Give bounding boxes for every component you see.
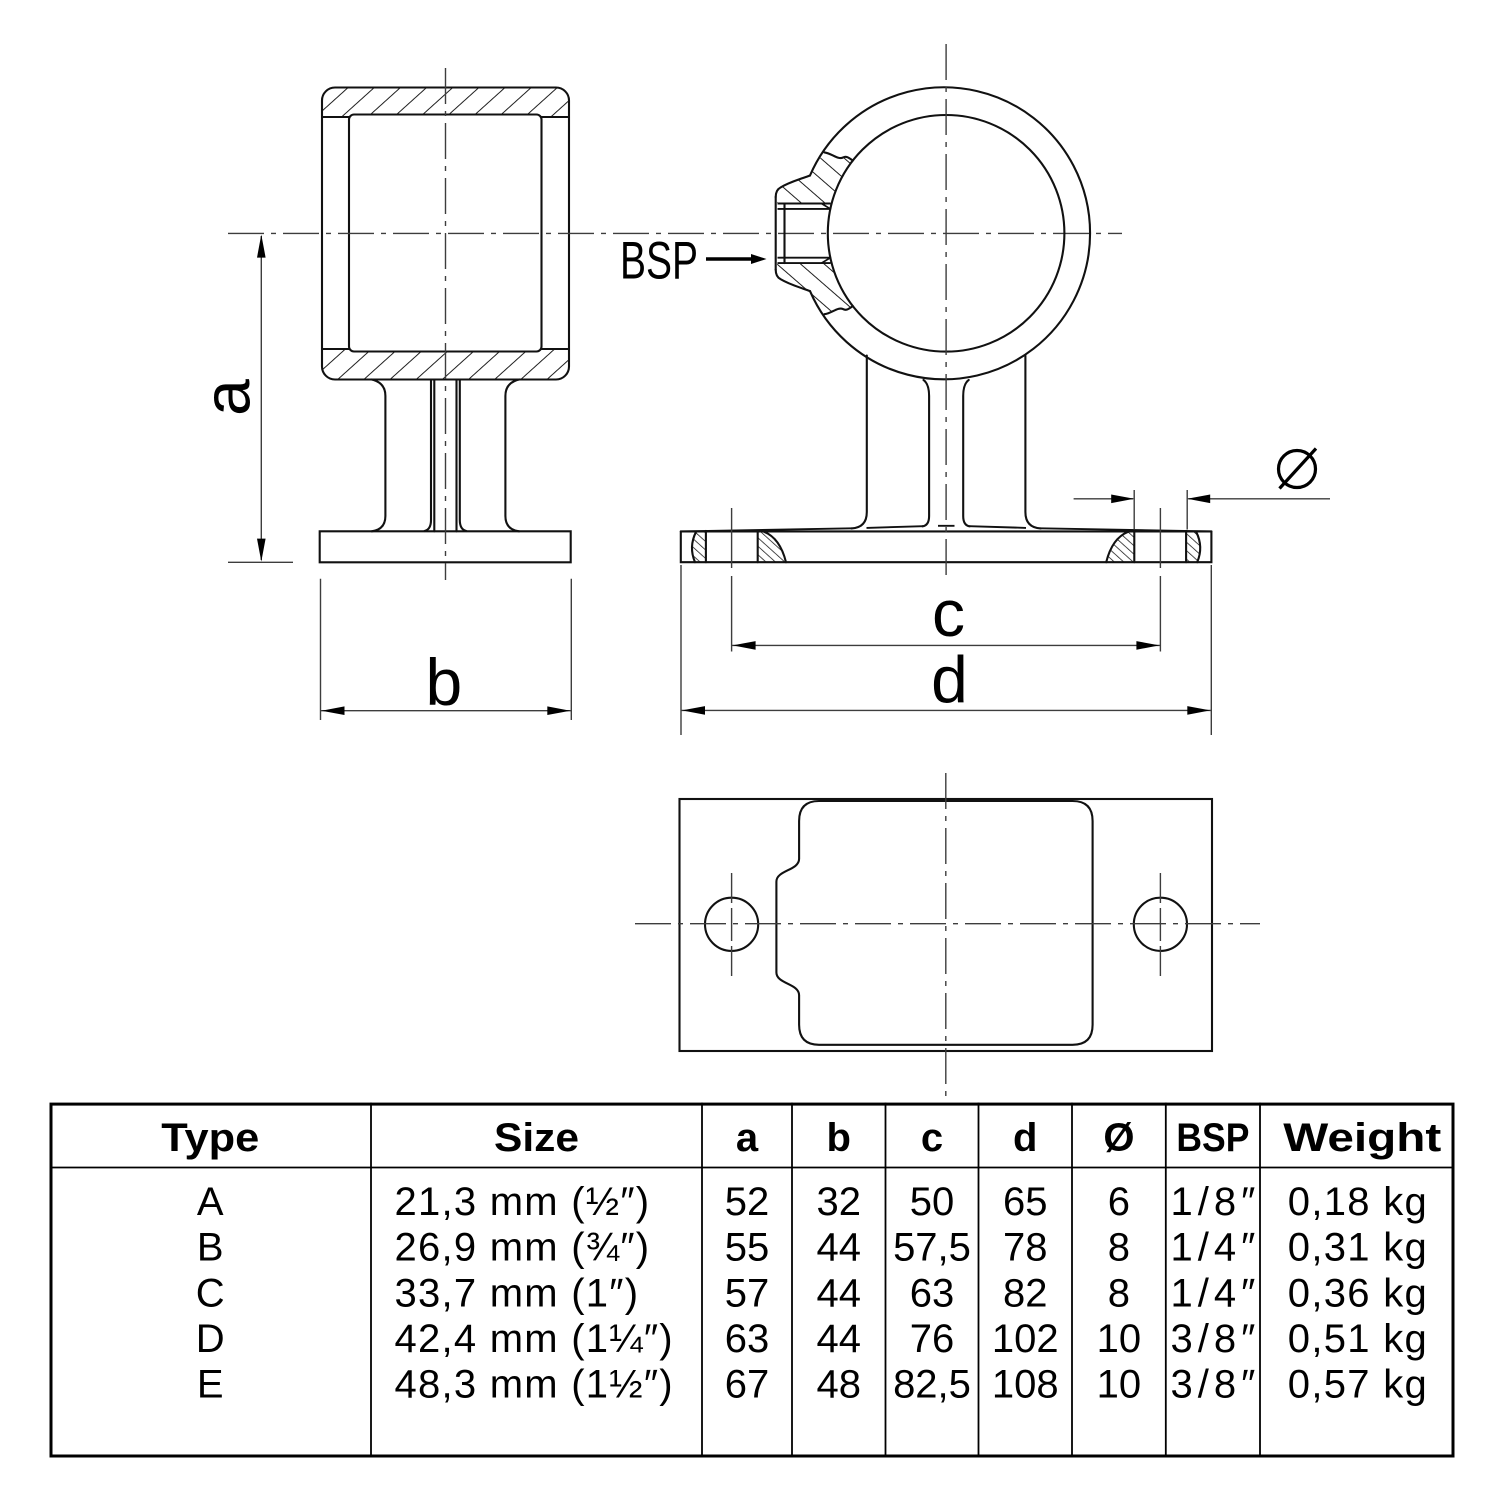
svg-text:0,31 kg: 0,31 kg <box>1288 1226 1428 1270</box>
svg-text:67: 67 <box>725 1363 770 1407</box>
svg-text:Type: Type <box>161 1116 259 1160</box>
svg-text:BSP: BSP <box>1176 1116 1249 1160</box>
svg-text:78: 78 <box>1003 1226 1048 1270</box>
svg-text:1/4″: 1/4″ <box>1171 1271 1261 1315</box>
svg-text:44: 44 <box>817 1317 862 1361</box>
svg-text:82,5: 82,5 <box>893 1363 971 1407</box>
svg-text:A: A <box>197 1180 224 1224</box>
svg-text:Weight: Weight <box>1283 1116 1441 1160</box>
svg-text:c: c <box>921 1116 943 1160</box>
svg-text:63: 63 <box>910 1271 955 1315</box>
svg-text:D: D <box>196 1317 225 1361</box>
svg-text:BSP: BSP <box>620 232 698 291</box>
svg-text:1/8″: 1/8″ <box>1171 1180 1261 1224</box>
svg-text:48,3 mm (1½″): 48,3 mm (1½″) <box>395 1363 674 1407</box>
svg-text:57,5: 57,5 <box>893 1226 971 1270</box>
svg-text:Ø: Ø <box>1103 1116 1134 1160</box>
svg-text:d: d <box>931 643 968 717</box>
svg-text:0,36 kg: 0,36 kg <box>1288 1271 1428 1315</box>
svg-text:65: 65 <box>1003 1180 1048 1224</box>
svg-text:d: d <box>1013 1116 1037 1160</box>
svg-text:C: C <box>196 1271 225 1315</box>
svg-text:E: E <box>197 1363 224 1407</box>
svg-text:c: c <box>932 576 965 650</box>
svg-text:55: 55 <box>725 1226 770 1270</box>
svg-text:32: 32 <box>817 1180 862 1224</box>
svg-text:10: 10 <box>1097 1317 1142 1361</box>
svg-text:a: a <box>190 379 264 416</box>
svg-text:57: 57 <box>725 1271 770 1315</box>
svg-text:44: 44 <box>817 1271 862 1315</box>
svg-text:44: 44 <box>817 1226 862 1270</box>
svg-text:8: 8 <box>1108 1226 1130 1270</box>
svg-text:63: 63 <box>725 1317 770 1361</box>
svg-text:76: 76 <box>910 1317 955 1361</box>
svg-text:0,51 kg: 0,51 kg <box>1288 1317 1428 1361</box>
svg-text:0,18 kg: 0,18 kg <box>1288 1180 1428 1224</box>
svg-text:21,3 mm (½″): 21,3 mm (½″) <box>395 1180 651 1224</box>
svg-text:26,9 mm (¾″): 26,9 mm (¾″) <box>395 1226 651 1270</box>
svg-text:3/8″: 3/8″ <box>1171 1317 1261 1361</box>
svg-text:108: 108 <box>992 1363 1059 1407</box>
svg-text:b: b <box>425 645 462 719</box>
svg-text:a: a <box>736 1116 759 1160</box>
svg-text:0,57 kg: 0,57 kg <box>1288 1363 1428 1407</box>
svg-text:b: b <box>827 1116 851 1160</box>
svg-text:B: B <box>197 1226 224 1270</box>
svg-text:82: 82 <box>1003 1271 1048 1315</box>
svg-text:42,4 mm (1¼″): 42,4 mm (1¼″) <box>395 1317 674 1361</box>
svg-text:48: 48 <box>817 1363 862 1407</box>
svg-text:10: 10 <box>1097 1363 1142 1407</box>
svg-text:3/8″: 3/8″ <box>1171 1363 1261 1407</box>
svg-text:Size: Size <box>494 1116 579 1160</box>
svg-text:52: 52 <box>725 1180 770 1224</box>
svg-text:1/4″: 1/4″ <box>1171 1226 1261 1270</box>
svg-text:50: 50 <box>910 1180 955 1224</box>
svg-text:102: 102 <box>992 1317 1059 1361</box>
svg-text:6: 6 <box>1108 1180 1130 1224</box>
svg-text:8: 8 <box>1108 1271 1130 1315</box>
svg-text:33,7 mm (1″): 33,7 mm (1″) <box>395 1271 640 1315</box>
